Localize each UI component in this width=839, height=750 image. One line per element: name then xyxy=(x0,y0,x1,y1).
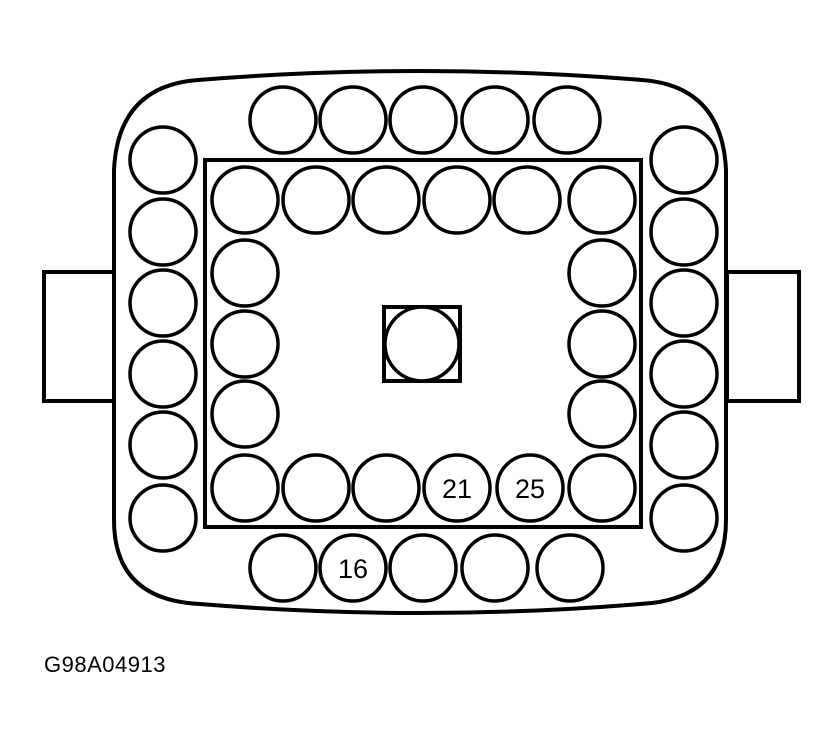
pin-cavity-outer-left-6 xyxy=(128,483,198,553)
pin-cavity-inner-top-2 xyxy=(281,165,351,235)
pin-cavity-inner-left-2 xyxy=(210,309,280,379)
center-key-post xyxy=(383,305,461,383)
pin-cavity-inner-top-5 xyxy=(492,165,562,235)
pin-cavity-inner-top-1 xyxy=(210,165,280,235)
pin-cavity-outer-left-3 xyxy=(128,268,198,338)
pin-cavity-outer-right-3 xyxy=(649,268,719,338)
pin-cavity-outer-left-4 xyxy=(128,339,198,409)
pin-cavity-outer-left-1 xyxy=(128,125,198,195)
pin-cavity-inner-right-2 xyxy=(567,309,637,379)
pin-cavity-inner-top-4 xyxy=(422,165,492,235)
pin-cavity-inner-left-1 xyxy=(210,238,280,308)
pin-cavity-outer-top-1 xyxy=(248,85,318,155)
pin-cavity-inner-bottom-2 xyxy=(281,453,351,523)
figure-id: G98A04913 xyxy=(44,652,166,677)
right-locking-tab xyxy=(725,270,801,403)
pin-cavity-inner-bottom-6 xyxy=(567,453,637,523)
pin-number-label: 25 xyxy=(515,474,545,504)
pin-cavity-outer-right-1 xyxy=(649,125,719,195)
pin-cavity-outer-right-4 xyxy=(649,339,719,409)
pin-cavity-inner-top-6 xyxy=(567,165,637,235)
pin-cavity-inner-left-3 xyxy=(210,379,280,449)
pin-cavity-outer-right-6 xyxy=(649,483,719,553)
pin-cavity-inner-right-1 xyxy=(567,238,637,308)
pin-cavity-outer-right-5 xyxy=(649,410,719,480)
pin-cavity-inner-bottom-3 xyxy=(351,453,421,523)
pin-number-label: 21 xyxy=(442,474,472,504)
pin-cavity-outer-top-2 xyxy=(318,85,388,155)
pin-cavity-inner-bottom-1 xyxy=(210,453,280,523)
pin-cavity-outer-bottom-2 xyxy=(318,533,388,603)
pin-cavity-inner-bottom-4 xyxy=(422,453,492,523)
pin-cavity-inner-bottom-5 xyxy=(495,453,565,523)
pin-cavity-outer-right-2 xyxy=(649,197,719,267)
pin-cavity-outer-bottom-4 xyxy=(460,533,530,603)
left-locking-tab xyxy=(42,270,118,403)
pin-cavity-outer-bottom-5 xyxy=(535,533,605,603)
pin-cavity-outer-bottom-3 xyxy=(388,533,458,603)
pin-cavity-inner-right-3 xyxy=(567,379,637,449)
pin-cavity-outer-top-3 xyxy=(388,85,458,155)
pin-number-label: 16 xyxy=(338,554,368,584)
pin-cavity-outer-left-5 xyxy=(128,410,198,480)
pin-cavity-outer-top-5 xyxy=(532,85,602,155)
pin-cavity-outer-top-4 xyxy=(460,85,530,155)
pin-cavity-outer-bottom-1 xyxy=(248,533,318,603)
pin-cavity-inner-top-3 xyxy=(351,165,421,235)
pin-cavity-outer-left-2 xyxy=(128,197,198,267)
